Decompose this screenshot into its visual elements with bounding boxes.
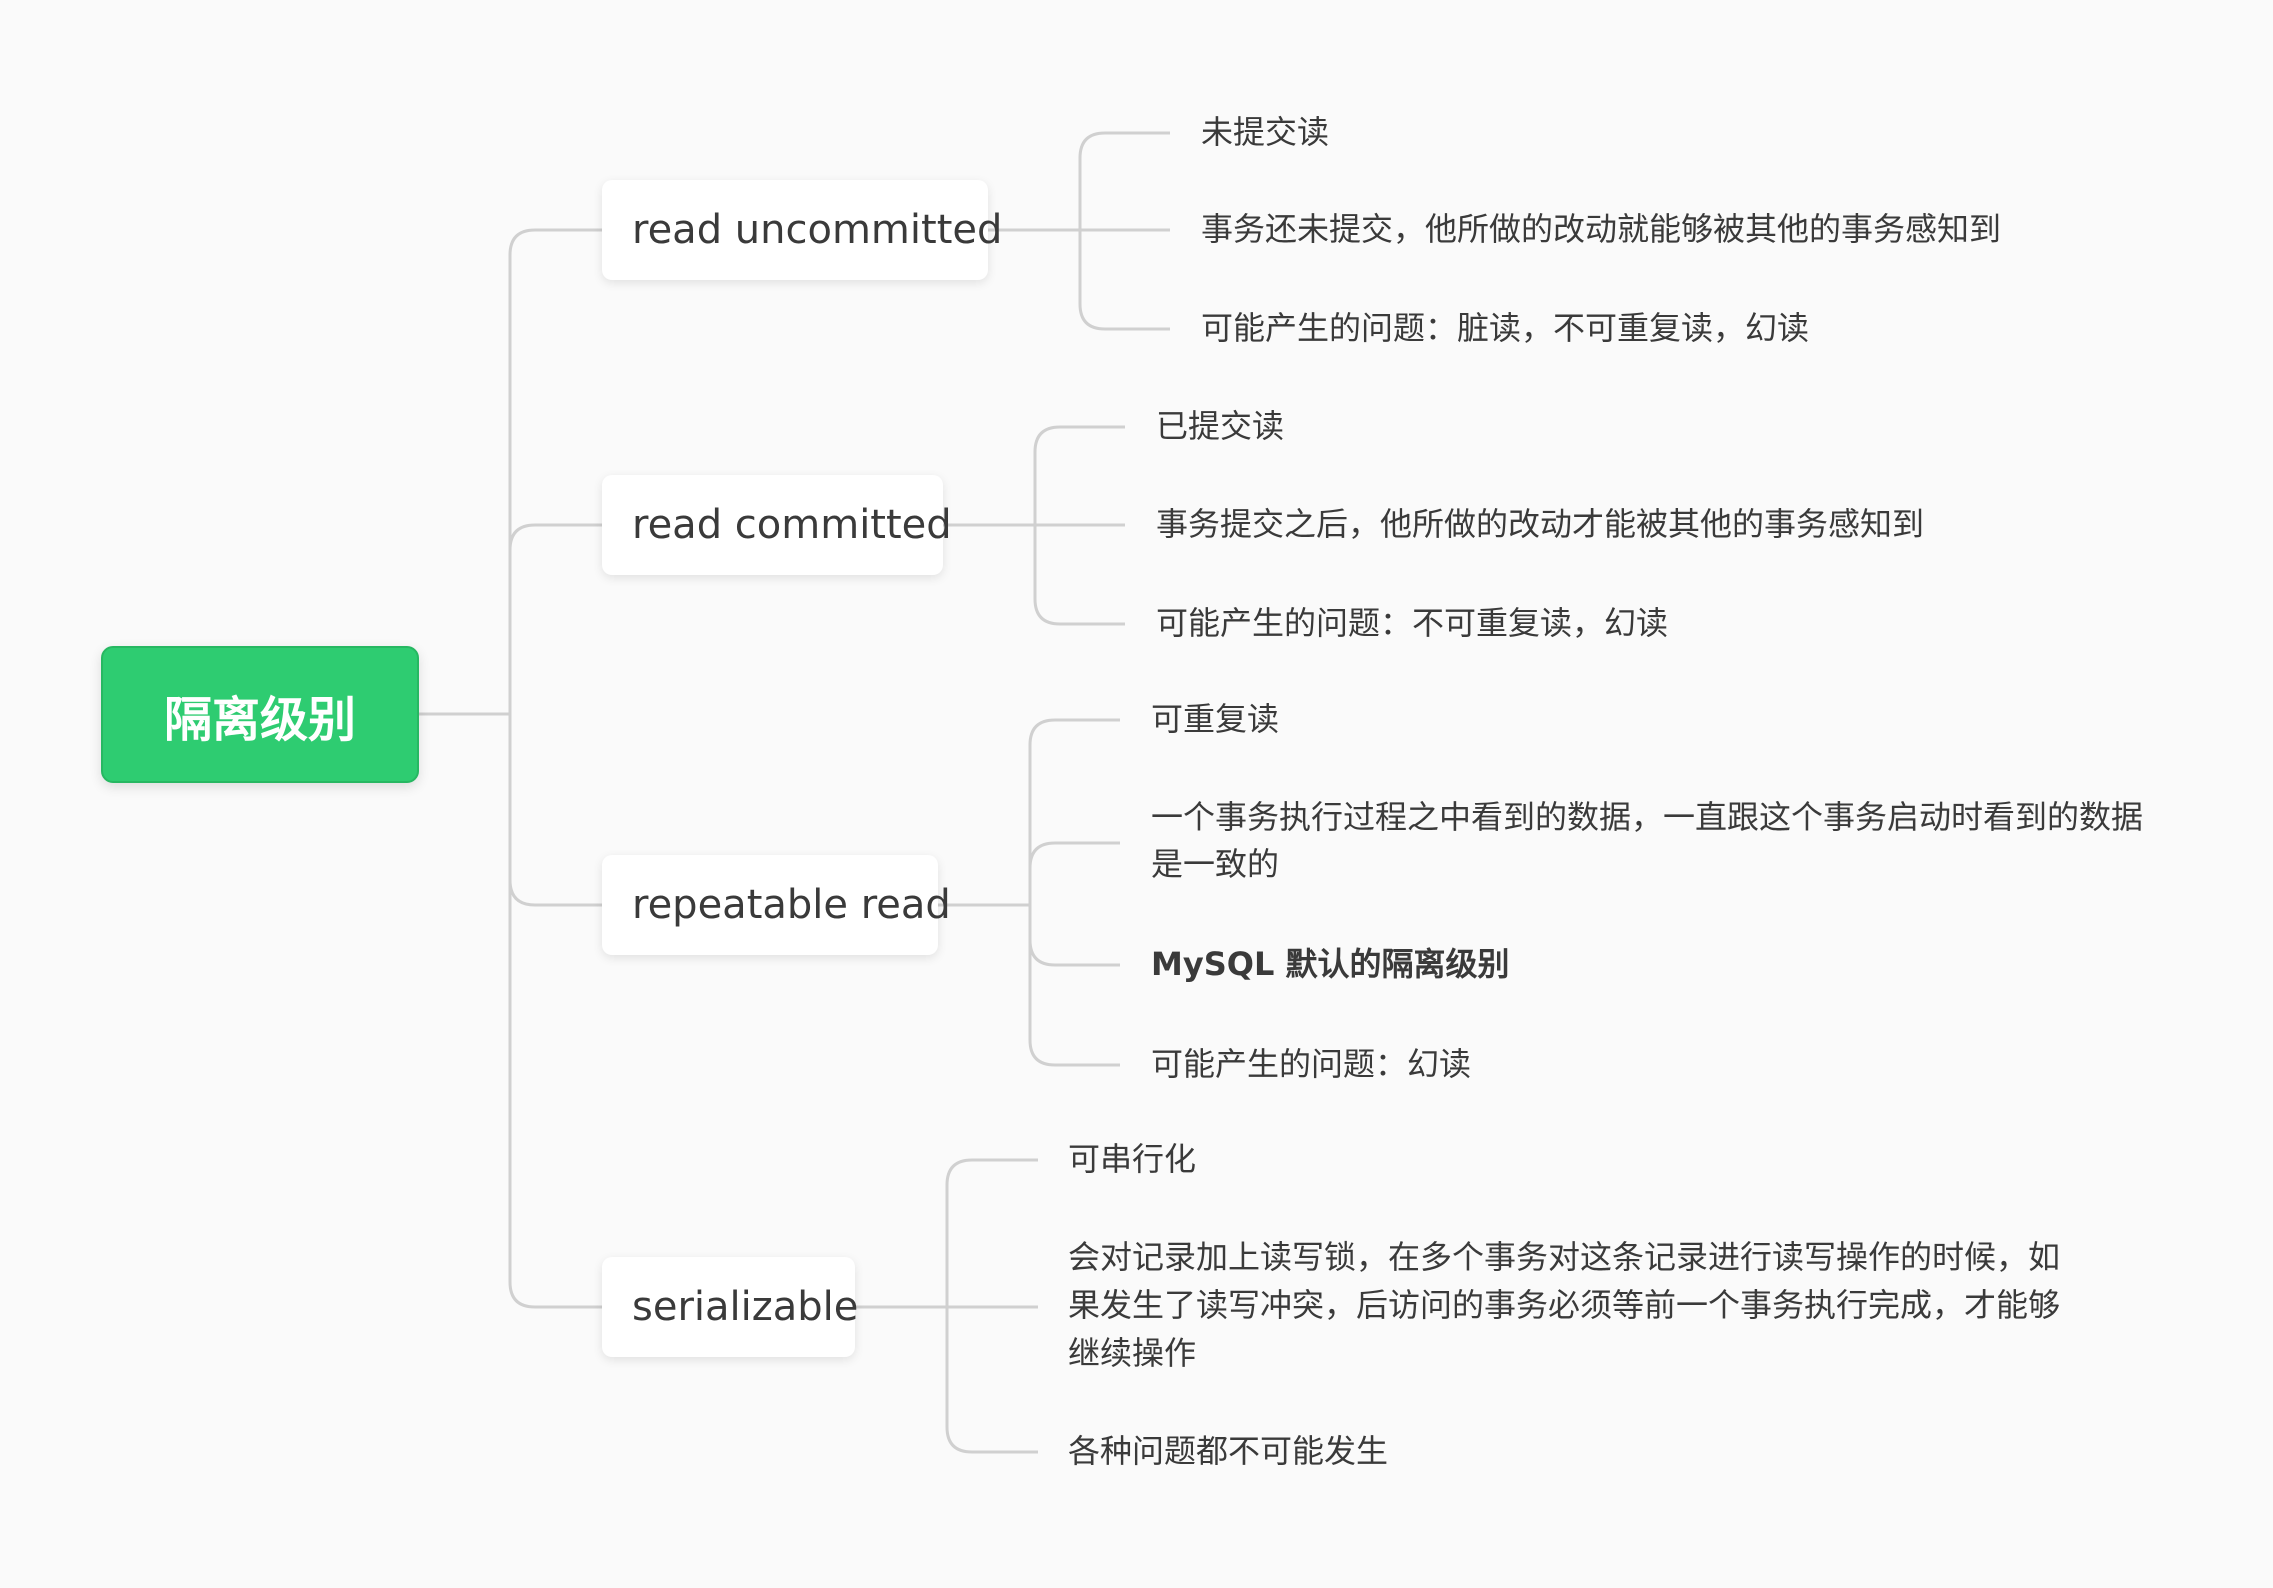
leaf-text-line-2[interactable]: 是一致的 (1151, 845, 1280, 883)
leaf-text[interactable]: 可重复读 (1151, 700, 1280, 738)
connector-trunk (508, 228, 602, 1309)
branch-read-committed[interactable]: read committed (602, 475, 952, 575)
leaf-text[interactable]: 可能产生的问题：脏读，不可重复读，幻读 (1201, 309, 1810, 347)
leaf-text-line-2[interactable]: 果发生了读写冲突，后访问的事务必须等前一个事务执行完成，才能够 (1068, 1286, 2061, 1324)
leaf-text-line-1[interactable]: 会对记录加上读写锁，在多个事务对这条记录进行读写操作的时候，如 (1068, 1238, 2061, 1276)
connector-branch-2 (508, 523, 602, 551)
leaf-text[interactable]: 可能产生的问题：不可重复读，幻读 (1156, 604, 1669, 642)
leaf-text[interactable]: 可能产生的问题：幻读 (1151, 1045, 1472, 1083)
root-node[interactable]: 隔离级别 (101, 646, 419, 783)
leaf-text[interactable]: 各种问题都不可能发生 (1068, 1432, 1389, 1470)
leaf-text-line-3[interactable]: 继续操作 (1068, 1334, 1197, 1372)
branch-repeatable-read[interactable]: repeatable read (602, 855, 951, 955)
leaf-text[interactable]: 未提交读 (1201, 113, 1330, 151)
connector-branch-3 (508, 879, 602, 907)
leaf-text[interactable]: 已提交读 (1156, 407, 1285, 445)
branch-serializable[interactable]: serializable (602, 1257, 858, 1357)
leaf-text-line-1[interactable]: 一个事务执行过程之中看到的数据，一直跟这个事务启动时看到的数据 (1151, 798, 2144, 836)
connector-b3-mid1 (1028, 841, 1120, 869)
branch-read-uncommitted[interactable]: read uncommitted (602, 180, 1002, 280)
leaf-text[interactable]: 事务提交之后，他所做的改动才能被其他的事务感知到 (1156, 505, 1925, 543)
leaf-text[interactable]: 可串行化 (1068, 1140, 1197, 1178)
connector-b3-mid2 (1028, 939, 1120, 967)
leaf-text[interactable]: 事务还未提交，他所做的改动就能够被其他的事务感知到 (1201, 210, 2002, 248)
leaf-text-bold[interactable]: MySQL 默认的隔离级别 (1151, 945, 1510, 983)
connector-b3-leaves (1028, 718, 1120, 1067)
